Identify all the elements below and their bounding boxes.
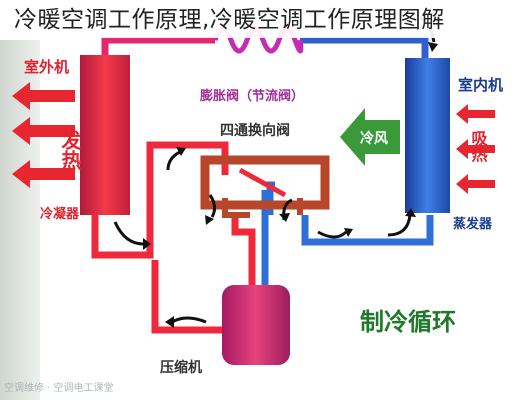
label-cold-air: 冷风: [360, 130, 388, 147]
pipe-evaporator-top: [300, 36, 429, 58]
pipe-condenser-bottom: [91, 141, 229, 259]
label-compressor: 压缩机: [160, 359, 202, 376]
flow-arrows: [113, 16, 436, 324]
four-way-valve-inner: [222, 198, 303, 218]
page-title: 冷暖空调工作原理,冷暖空调工作原理图解: [0, 2, 523, 38]
label-four-way-valve: 四通换向阀: [220, 122, 290, 139]
flow-arrow-heads: [143, 42, 438, 328]
compressor-body: [222, 285, 290, 365]
label-heat-release: 发热: [58, 129, 82, 171]
expansion-valve-coil: [212, 26, 304, 54]
label-cooling-cycle: 制冷循环: [360, 308, 456, 336]
footer-watermark-text: 空调维修 · 空调电工课堂: [4, 383, 114, 394]
condenser-block: [80, 55, 130, 215]
label-evaporator: 蒸发器: [453, 216, 493, 232]
four-way-valve-body: [200, 155, 330, 210]
pipe-compressor-discharge: [151, 260, 222, 334]
four-way-valve-cross: [238, 167, 287, 198]
label-indoor-unit: 室内机: [458, 76, 503, 94]
heat-absorb-arrows: [456, 104, 495, 194]
cold-air-arrow: [340, 108, 400, 166]
evaporator-block: [405, 58, 450, 213]
label-outdoor-unit: 室外机: [24, 58, 69, 76]
pipe-condenser-top: [101, 36, 215, 55]
label-expansion-valve: 膨胀阀（节流阀）: [199, 88, 304, 104]
pipe-evaporator-bottom: [301, 215, 434, 246]
label-heat-absorb: 吸热: [469, 130, 488, 163]
heat-release-arrows: [12, 82, 75, 188]
label-condenser: 冷凝器: [40, 206, 80, 222]
pipe-hot-to-valve: [231, 215, 256, 296]
